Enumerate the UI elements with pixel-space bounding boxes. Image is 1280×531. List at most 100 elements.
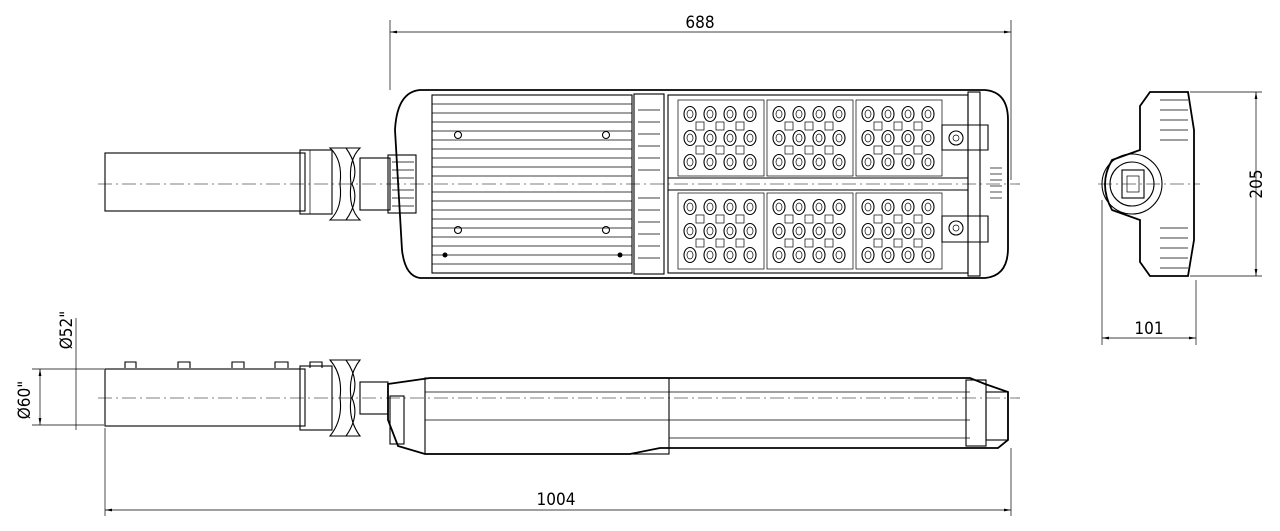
led-lens xyxy=(743,222,757,240)
led-lens xyxy=(881,246,895,264)
led-lens xyxy=(881,129,895,147)
led-lens xyxy=(743,198,757,216)
dimension-101: 101 xyxy=(1101,200,1197,345)
dimension-label-101: 101 xyxy=(1134,319,1163,339)
led-lens xyxy=(901,105,915,123)
led-lens xyxy=(723,105,737,123)
led-lens xyxy=(832,198,846,216)
led-lens xyxy=(792,222,806,240)
led-lens xyxy=(861,129,875,147)
pipe-clamps xyxy=(124,361,323,368)
led-lens xyxy=(703,222,717,240)
led-lens xyxy=(743,105,757,123)
led-lens xyxy=(723,222,737,240)
led-lens xyxy=(792,153,806,171)
led-lens xyxy=(921,198,935,216)
led-lens xyxy=(921,129,935,147)
led-lens xyxy=(772,153,786,171)
led-lens xyxy=(743,129,757,147)
led-lens xyxy=(792,129,806,147)
dimension-688: 688 xyxy=(389,13,1012,180)
dimension-label-diameter-52: Ø52" xyxy=(57,311,77,350)
dimension-label-diameter-60: Ø60" xyxy=(15,381,35,420)
led-lens xyxy=(703,105,717,123)
led-lens xyxy=(792,198,806,216)
led-lens xyxy=(812,246,826,264)
led-lens xyxy=(723,198,737,216)
led-lens xyxy=(861,153,875,171)
led-module xyxy=(855,192,943,270)
led-lens xyxy=(921,222,935,240)
led-lens xyxy=(772,129,786,147)
dimension-205: 205 xyxy=(1190,91,1267,277)
led-lens xyxy=(772,246,786,264)
led-lens xyxy=(683,198,697,216)
side-view: Ø52" Ø60" xyxy=(15,311,1020,516)
led-lens xyxy=(703,153,717,171)
led-lens xyxy=(683,105,697,123)
led-lens xyxy=(901,153,915,171)
led-lens xyxy=(703,129,717,147)
led-lens xyxy=(683,246,697,264)
led-lens xyxy=(683,222,697,240)
led-lens xyxy=(812,153,826,171)
led-module xyxy=(677,192,765,270)
led-lens xyxy=(772,222,786,240)
led-lens xyxy=(861,246,875,264)
led-lens xyxy=(881,153,895,171)
dimension-label-688: 688 xyxy=(685,13,714,33)
led-lens xyxy=(812,129,826,147)
led-lens xyxy=(861,105,875,123)
top-view: 688 xyxy=(98,13,1020,279)
led-lens xyxy=(683,153,697,171)
led-lens xyxy=(772,105,786,123)
end-view: 205 101 xyxy=(1098,91,1267,345)
led-lens xyxy=(703,198,717,216)
led-lens xyxy=(772,198,786,216)
led-lens xyxy=(921,246,935,264)
led-lens xyxy=(792,105,806,123)
led-lens xyxy=(861,222,875,240)
housing-top xyxy=(394,89,1009,279)
led-lens xyxy=(881,222,895,240)
dimension-diameter-52: Ø52" xyxy=(57,311,77,430)
led-lens xyxy=(921,105,935,123)
led-lens xyxy=(832,246,846,264)
led-module xyxy=(766,192,854,270)
led-lens xyxy=(881,198,895,216)
led-module xyxy=(855,99,943,177)
led-lens xyxy=(743,246,757,264)
led-lens xyxy=(901,222,915,240)
led-lens xyxy=(832,153,846,171)
led-lens xyxy=(812,105,826,123)
led-lens xyxy=(723,129,737,147)
dimension-diameter-60: Ø60" xyxy=(15,368,104,426)
led-lens xyxy=(832,129,846,147)
led-module xyxy=(766,99,854,177)
dimension-label-1004: 1004 xyxy=(537,490,576,510)
dimension-label-205: 205 xyxy=(1247,169,1267,198)
led-lens xyxy=(723,246,737,264)
led-lens xyxy=(861,198,875,216)
led-lens xyxy=(901,198,915,216)
led-module xyxy=(677,99,765,177)
mounting-pipe-top xyxy=(104,147,417,221)
led-lens xyxy=(703,246,717,264)
led-module-array xyxy=(677,99,943,270)
led-lens xyxy=(683,129,697,147)
led-lens xyxy=(921,153,935,171)
led-lens xyxy=(743,153,757,171)
divider-ribs xyxy=(638,109,660,259)
led-lens xyxy=(812,198,826,216)
led-lens xyxy=(812,222,826,240)
led-lens xyxy=(901,129,915,147)
led-lens xyxy=(832,222,846,240)
led-lens xyxy=(901,246,915,264)
heatsink-fins xyxy=(432,103,632,265)
dimension-1004: 1004 xyxy=(104,428,1012,516)
led-lens xyxy=(792,246,806,264)
led-lens xyxy=(832,105,846,123)
led-lens xyxy=(723,153,737,171)
led-lens xyxy=(881,105,895,123)
